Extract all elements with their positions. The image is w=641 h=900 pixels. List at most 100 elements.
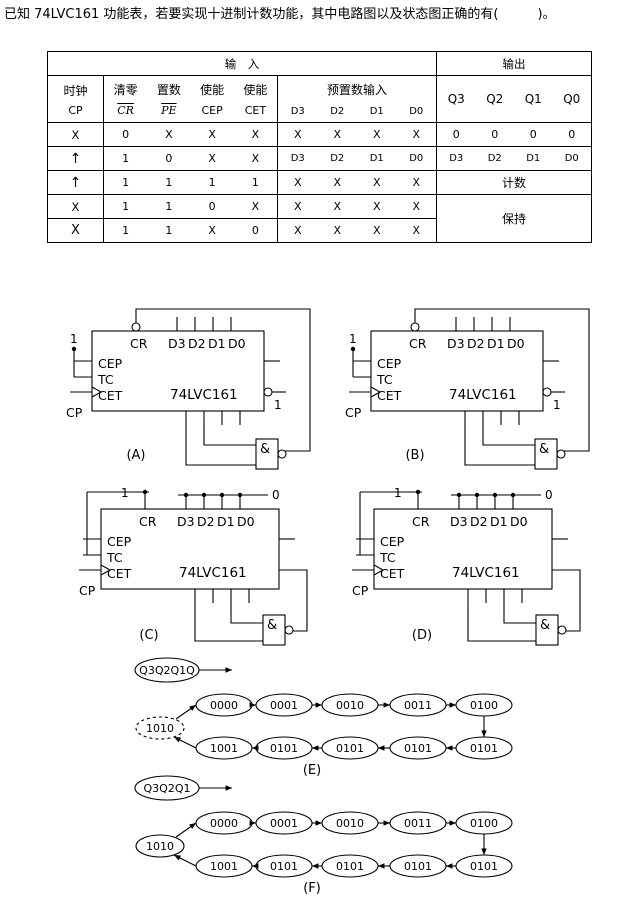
data-label-d1: D1	[369, 106, 384, 117]
cell-q0: D0	[564, 153, 579, 164]
table-row: X 1 1 X 0 X X X X	[47, 218, 592, 243]
arrow-head	[312, 863, 319, 869]
pin-d3-label: D3	[447, 336, 465, 351]
preset-header-cn: 置数	[156, 83, 181, 97]
arrow-head	[249, 820, 256, 826]
arrow-head	[446, 863, 453, 869]
data-header: 预置数输入 D3 D2 D1 D0	[276, 75, 438, 123]
function-table: 输 入 输出 时钟 CP 清零 置数 使能 使能 CR PE CEP CET 预…	[46, 51, 593, 243]
arrow-head	[189, 705, 196, 711]
logic-one-label: 1	[274, 398, 282, 412]
cell-q1: D1	[526, 153, 541, 164]
table-row: ↑ 1 1 1 1 X X X X 计数	[47, 170, 593, 195]
pin-tc-label: TC	[376, 372, 393, 387]
pin-d1-label: D1	[487, 336, 505, 351]
cell-d1: X	[372, 128, 381, 141]
cep-header-cn: 使能	[200, 83, 225, 97]
arrow-head	[383, 702, 390, 708]
pin-cep-label: CEP	[107, 534, 132, 549]
clock-header: 时钟 CP	[47, 75, 104, 123]
table-row: ↑ 1 0 X X D3 D2 D1 D0 D3 D2 D1 D0	[47, 146, 593, 171]
arrow-head	[189, 823, 196, 829]
cell-d1: X	[372, 224, 381, 237]
arrow-head	[383, 820, 390, 826]
chip-body	[373, 508, 553, 590]
state-node-side-label: 1010	[146, 722, 174, 735]
cell-q0: 0	[568, 128, 576, 141]
arrow-head	[225, 785, 232, 791]
cell-d1: X	[372, 176, 381, 189]
nand-gate-label: &	[539, 442, 549, 457]
pin-cep-label: CEP	[98, 356, 123, 371]
input-header: 输 入	[46, 51, 438, 76]
cell-cep: X	[208, 128, 216, 141]
logic-one-label: 1	[121, 486, 129, 500]
pin-d1-label: D1	[217, 514, 235, 529]
cell-cr: 1	[122, 200, 130, 213]
state-node-bottom-1-label: 0101	[270, 742, 298, 755]
circuit-label: (B)	[405, 448, 424, 463]
state-node-side	[135, 834, 185, 858]
pe-bubble	[263, 387, 273, 397]
cell-cet: 0	[251, 224, 259, 237]
logic-one-label: 1	[394, 486, 402, 500]
state-node-top-0-label: 0000	[210, 699, 238, 712]
output-labels: Q3 Q2 Q1 Q0	[436, 75, 593, 123]
nand-gate-label: &	[540, 618, 550, 633]
preset-header-pe: PE	[161, 104, 177, 117]
pin-cr-label: CR	[139, 514, 157, 529]
cell-q1: 0	[529, 128, 537, 141]
cell-d2: X	[333, 128, 342, 141]
cell-hold: 保持	[436, 194, 593, 243]
cell-d0: X	[412, 224, 421, 237]
pin-d0-label: D0	[507, 336, 525, 351]
pin-d0-label: D0	[228, 336, 246, 351]
cell-d2: D2	[330, 153, 345, 164]
cp-input-label: CP	[66, 405, 83, 420]
cell-d3: X	[293, 224, 302, 237]
arrow-head	[378, 745, 385, 751]
cell-d3: X	[293, 200, 302, 213]
pin-d0-label: D0	[237, 514, 255, 529]
cell-d0: X	[412, 176, 421, 189]
cr-bubble	[131, 322, 141, 332]
pin-tc-label: TC	[106, 550, 123, 565]
state-node-top-1-label: 0001	[270, 817, 298, 830]
out-label-q3: Q3	[447, 92, 465, 106]
pin-d0-label: D0	[510, 514, 528, 529]
cell-cet: 1	[251, 176, 259, 189]
arrow-head	[252, 745, 259, 751]
arrow-head	[481, 848, 487, 855]
cp-input-label: CP	[345, 405, 362, 420]
cell-d1: D1	[369, 153, 384, 164]
cell-cr: 1	[122, 152, 130, 165]
pin-d2-label: D2	[197, 514, 215, 529]
state-node-bottom-3-label: 0101	[404, 860, 432, 873]
chip-body	[100, 508, 280, 590]
cell-d0: D0	[409, 153, 424, 164]
pin-cet-label: CET	[98, 388, 123, 403]
cell-cet: X	[251, 200, 260, 213]
control-header: 清零 置数 使能 使能 CR PE CEP CET	[103, 75, 278, 123]
pin-tc-label: TC	[97, 372, 114, 387]
arrow-head	[312, 745, 319, 751]
arrow-head	[249, 702, 256, 708]
circuit-label: (A)	[126, 448, 145, 463]
arrow-head	[378, 863, 385, 869]
cell-pe: 1	[165, 224, 173, 237]
state-node-top-4-label: 0100	[470, 699, 498, 712]
arrow-head	[252, 863, 259, 869]
nand-gate-label: &	[260, 442, 270, 457]
arrow-head	[449, 702, 456, 708]
state-node-top-1-label: 0001	[270, 699, 298, 712]
pin-cep-label: CEP	[377, 356, 402, 371]
state-node-bottom-3-label: 0101	[404, 742, 432, 755]
state-node-top-2-label: 0010	[336, 699, 364, 712]
cell-cep: 0	[208, 200, 216, 213]
cp-input-label: CP	[79, 583, 96, 598]
state-node-side-label: 1010	[146, 840, 174, 853]
clock-header-cn: 时钟	[63, 83, 88, 98]
